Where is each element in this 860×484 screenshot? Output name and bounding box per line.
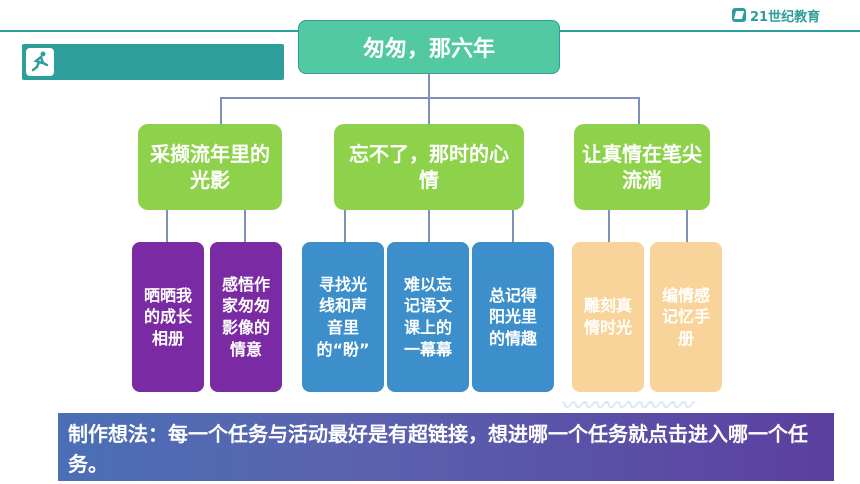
connector xyxy=(166,208,168,242)
task-node-3-1[interactable]: 雕刻真情时光 xyxy=(572,242,644,392)
watermark: 〰〰〰〰〰〰 xyxy=(560,394,693,419)
connector xyxy=(428,72,430,98)
task-node-1-1[interactable]: 晒晒我的成长相册 xyxy=(132,242,204,392)
runner-logo-icon xyxy=(732,8,746,22)
category-node-1[interactable]: 采撷流年里的光影 xyxy=(138,124,282,210)
category-node-3[interactable]: 让真情在笔尖流淌 xyxy=(574,124,710,210)
connector xyxy=(686,208,688,242)
connector xyxy=(220,97,222,124)
connector xyxy=(512,208,514,242)
design-note: 制作想法：每一个任务与活动最好是有超链接，想进哪一个任务就点击进入哪一个任务。 xyxy=(58,413,834,481)
runner-icon xyxy=(24,46,56,78)
connector xyxy=(244,208,246,242)
category-node-2[interactable]: 忘不了，那时的心情 xyxy=(334,124,524,210)
brand-logo: 21世纪教育 xyxy=(732,4,842,26)
task-node-2-1[interactable]: 寻找光线和声音里的“盼” xyxy=(302,242,384,392)
task-node-2-3[interactable]: 总记得阳光里的情趣 xyxy=(472,242,554,392)
connector xyxy=(428,208,430,242)
task-node-2-2[interactable]: 难以忘记语文课上的一幕幕 xyxy=(387,242,469,392)
connector xyxy=(428,97,430,124)
brand-logo-text: 21世纪教育 xyxy=(750,9,821,25)
connector xyxy=(220,97,640,99)
task-node-1-2[interactable]: 感悟作家匆匆影像的情意 xyxy=(210,242,282,392)
task-node-3-2[interactable]: 编情感记忆手册 xyxy=(650,242,722,392)
diagram-root-title[interactable]: 匆匆，那六年 xyxy=(298,20,560,74)
section-bar xyxy=(22,44,284,80)
connector xyxy=(344,208,346,242)
connector xyxy=(638,97,640,124)
connector xyxy=(608,208,610,242)
